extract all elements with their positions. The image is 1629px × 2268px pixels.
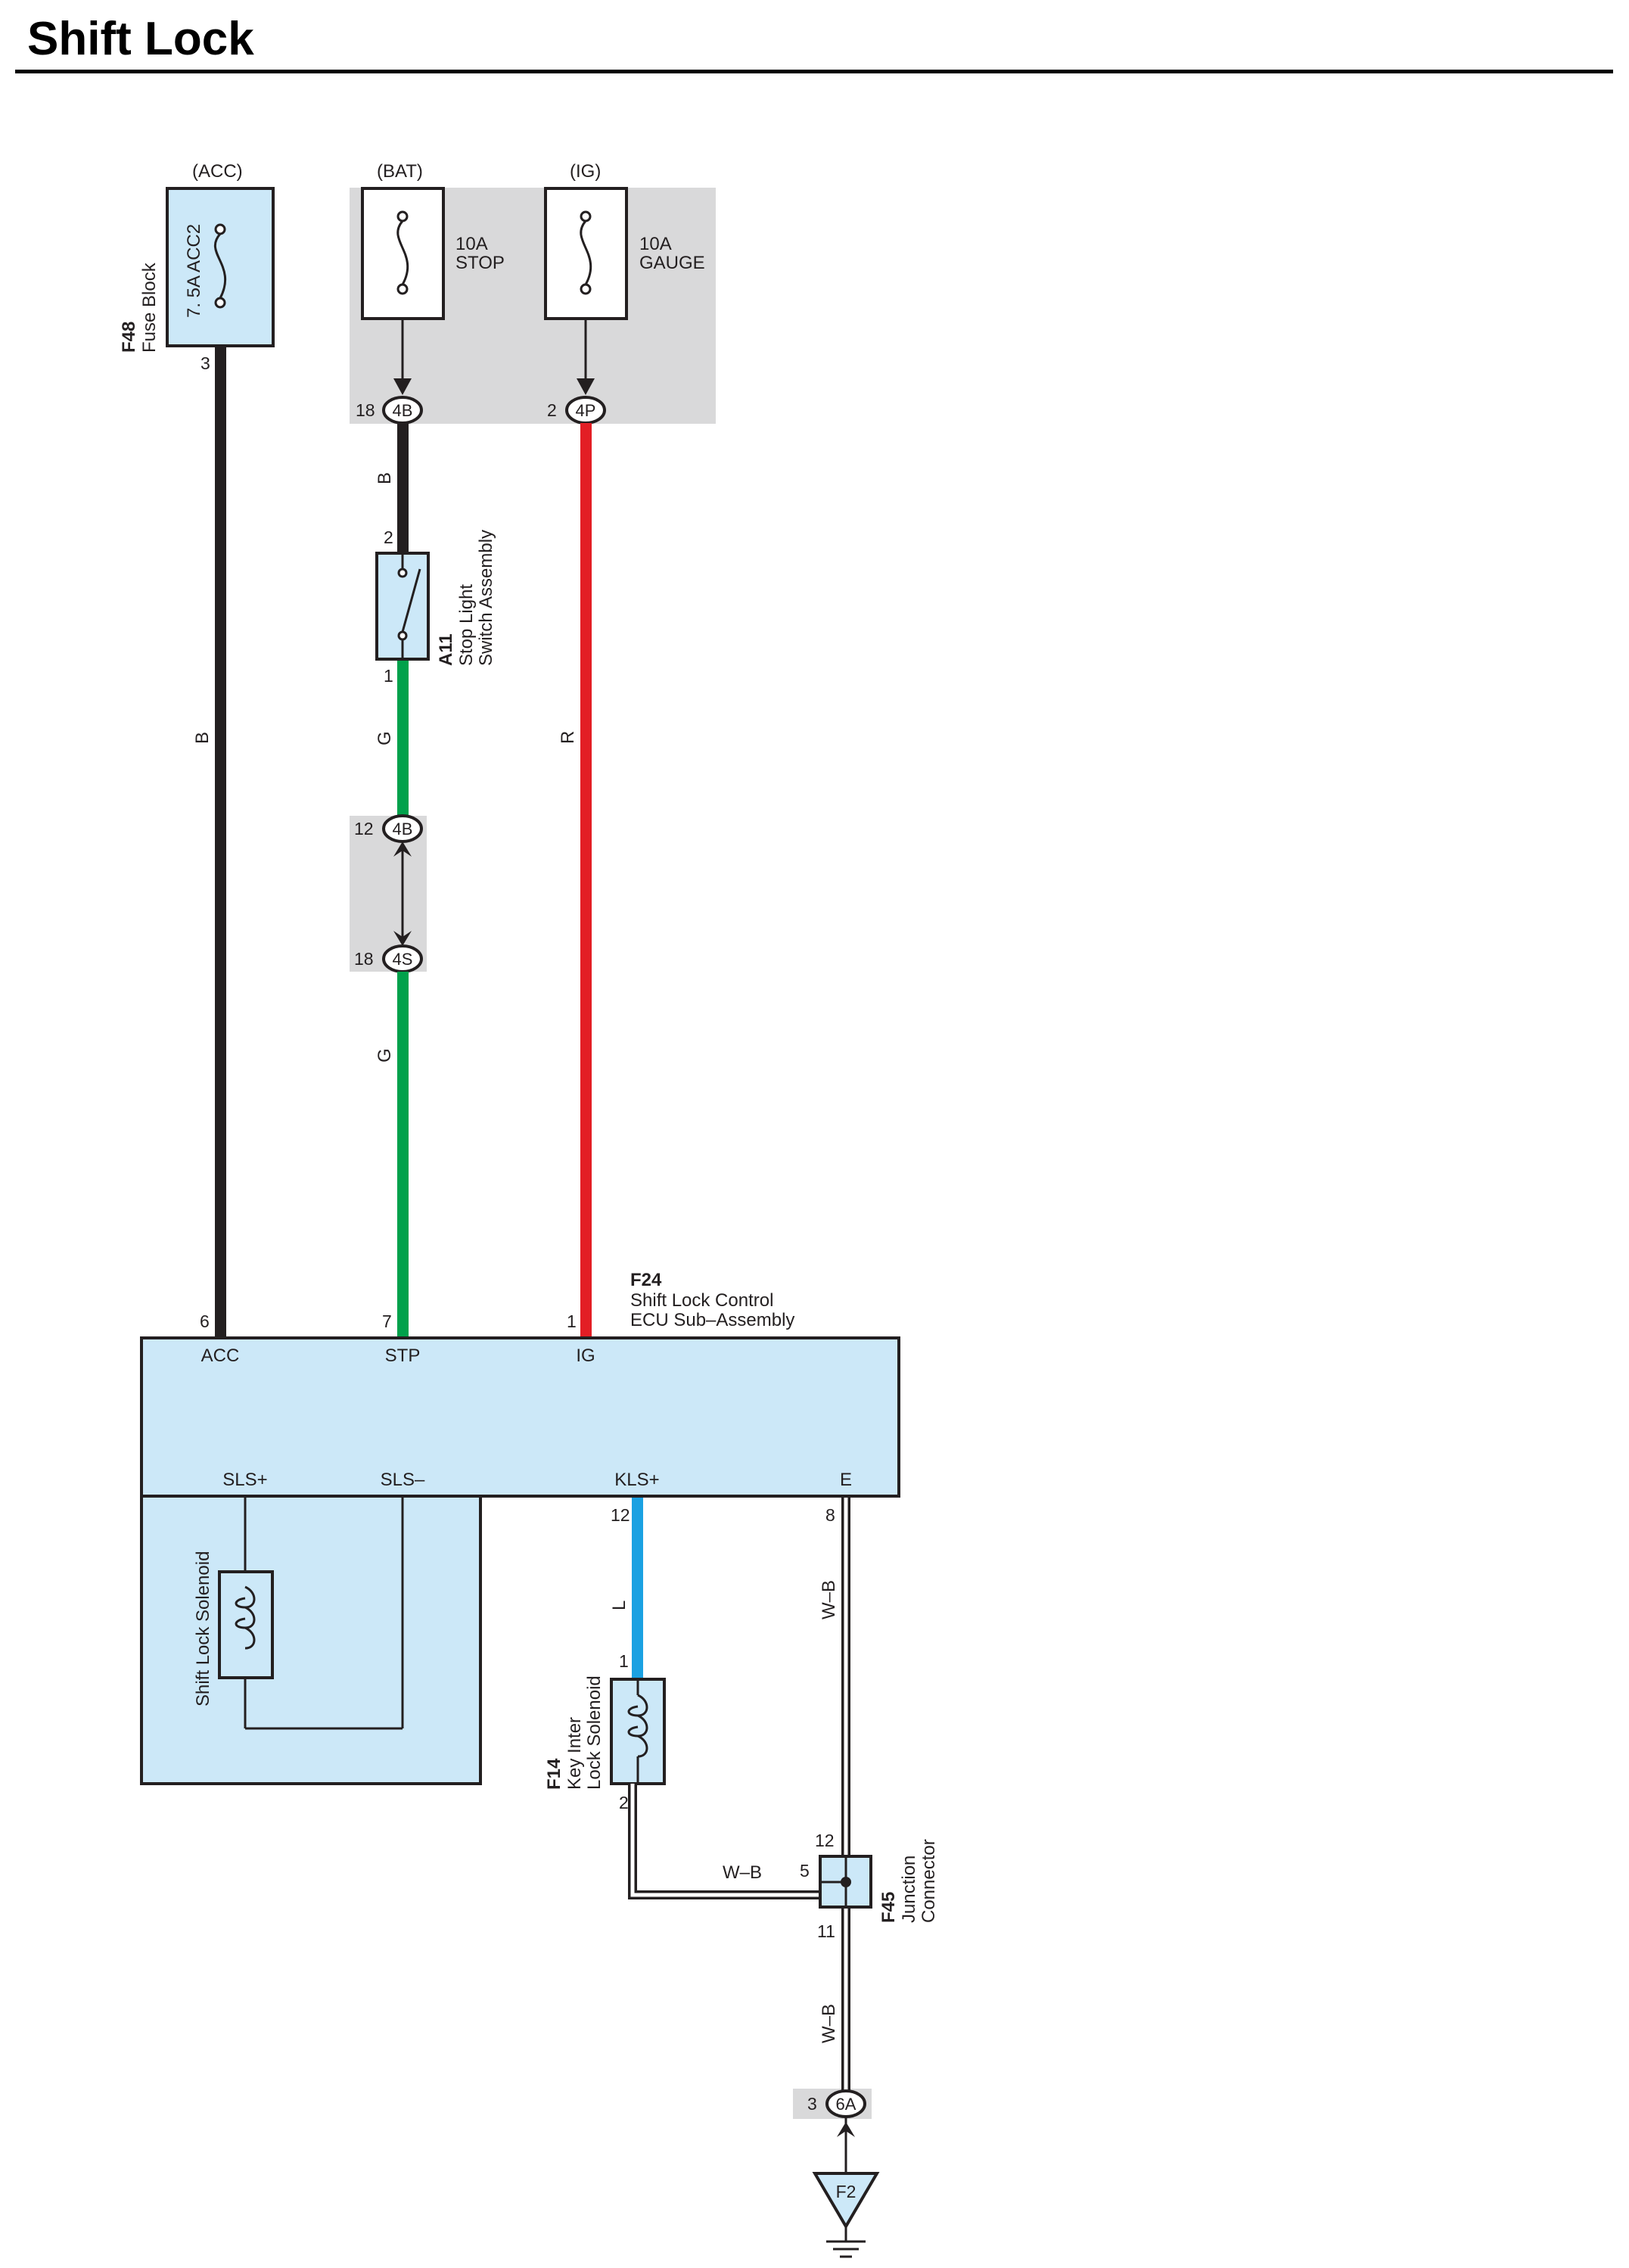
inline-up-arrow-icon bbox=[393, 842, 412, 857]
fuse-block-id: F48 bbox=[119, 322, 139, 353]
wire-kls-blue bbox=[632, 1498, 643, 1679]
wire-stop-green-upper bbox=[397, 661, 409, 827]
fuse-gauge-rating: 10A bbox=[639, 234, 672, 254]
wire-ground-color-label: W–B bbox=[819, 2004, 839, 2043]
ecu-terminal-kls-plus: KLS+ bbox=[614, 1470, 659, 1490]
inline-4b-label: 4B bbox=[393, 820, 413, 838]
ecu-terminal-sls-plus: SLS+ bbox=[222, 1470, 267, 1490]
inline-4b-pin: 12 bbox=[354, 819, 374, 838]
wire-e-color-label: W–B bbox=[819, 1580, 839, 1619]
key-solenoid-id: F14 bbox=[544, 1758, 564, 1790]
wire-f14-wb bbox=[628, 1784, 825, 1899]
inline-4s-pin: 18 bbox=[354, 949, 374, 969]
switch-name-line2: Switch Assembly bbox=[476, 530, 496, 666]
fuse-acc-pin: 3 bbox=[201, 353, 210, 373]
wire-bat-black bbox=[397, 423, 409, 552]
switch-pin-bottom: 1 bbox=[384, 666, 393, 686]
fuse-acc-rating: 7. 5A ACC2 bbox=[184, 224, 204, 318]
ecu-pin-stp: 7 bbox=[382, 1311, 392, 1331]
conn-4p-pin: 2 bbox=[547, 400, 557, 420]
junction-pin-top: 12 bbox=[815, 1831, 835, 1850]
fuse-stop-rating: 10A bbox=[455, 234, 488, 254]
fuse-gauge-symbol bbox=[580, 210, 592, 295]
fuse-acc-symbol bbox=[214, 223, 226, 309]
shift-lock-solenoid-box bbox=[218, 1570, 274, 1679]
conn-4b-label: 4B bbox=[393, 401, 413, 420]
fuse-gauge-name: GAUGE bbox=[639, 253, 705, 273]
ground-triangle-icon bbox=[812, 2172, 880, 2229]
inline-down-arrow-icon bbox=[393, 931, 412, 946]
ecu-id: F24 bbox=[630, 1270, 662, 1290]
fuse-acc-source-label: (ACC) bbox=[192, 161, 243, 182]
inline-connector-shade bbox=[350, 816, 427, 972]
wire-green-lower-label: G bbox=[375, 1048, 395, 1062]
wire-ig-red bbox=[580, 423, 592, 1336]
ecu-pin-e: 8 bbox=[825, 1505, 835, 1525]
ecu-terminal-ig: IG bbox=[576, 1346, 595, 1366]
fuse-acc-box bbox=[166, 187, 275, 347]
ground-label: F2 bbox=[836, 2182, 856, 2201]
wire-acc-color-label: B bbox=[192, 732, 213, 744]
ground-arrow-icon bbox=[837, 2122, 855, 2137]
ecu-solenoid-section bbox=[140, 1495, 482, 1785]
fuse-stop-symbol bbox=[396, 210, 409, 295]
conn-4b-pin: 18 bbox=[356, 400, 375, 420]
fuse-stop-name: STOP bbox=[455, 253, 505, 273]
stop-arrow-icon bbox=[393, 378, 412, 395]
wire-bat-color-label: B bbox=[375, 472, 395, 484]
ecu-pin-acc: 6 bbox=[200, 1311, 210, 1331]
junction-name-line1: Junction bbox=[899, 1856, 919, 1923]
ecu-box bbox=[140, 1336, 900, 1498]
ecu-name-line2: ECU Sub–Assembly bbox=[630, 1310, 794, 1330]
earth-ground-icon bbox=[826, 2226, 866, 2258]
title-rule bbox=[15, 70, 1613, 73]
fuse-bat-source-label: (BAT) bbox=[377, 161, 423, 182]
wire-kls-color-label: L bbox=[609, 1601, 630, 1610]
fuse-block-name: Fuse Block bbox=[139, 262, 160, 353]
wire-f14-color-label: W–B bbox=[723, 1862, 762, 1883]
wire-green-upper-label: G bbox=[375, 731, 395, 745]
switch-contact-icon bbox=[397, 555, 421, 658]
key-solenoid-pin-top: 1 bbox=[619, 1651, 629, 1671]
key-solenoid-name-line2: Lock Solenoid bbox=[584, 1675, 605, 1790]
shift-lock-solenoid-circuit bbox=[244, 1496, 404, 1730]
junction-id: F45 bbox=[878, 1892, 899, 1923]
key-solenoid-coil-icon bbox=[627, 1694, 648, 1758]
junction-name-line2: Connector bbox=[919, 1839, 939, 1923]
wire-acc-black bbox=[215, 347, 226, 1336]
switch-pin-top: 2 bbox=[384, 527, 393, 547]
ecu-terminal-sls-minus: SLS– bbox=[381, 1470, 425, 1490]
fuse-stop-box bbox=[361, 187, 445, 320]
gauge-arrow-icon bbox=[577, 378, 595, 395]
page-title: Shift Lock bbox=[27, 13, 254, 65]
wire-ig-color-label: R bbox=[558, 731, 578, 744]
ecu-pin-kls: 12 bbox=[611, 1505, 630, 1525]
junction-pin-bottom: 11 bbox=[817, 1921, 835, 1941]
ecu-terminal-acc: ACC bbox=[201, 1346, 240, 1366]
key-solenoid-name-line1: Key Inter bbox=[564, 1717, 585, 1790]
fuse-ig-source-label: (IG) bbox=[570, 161, 601, 182]
junction-node-dot bbox=[841, 1877, 851, 1887]
ecu-name-line1: Shift Lock Control bbox=[630, 1290, 773, 1311]
ground-connector-label: 6A bbox=[836, 2095, 856, 2114]
wire-stp-green-lower bbox=[397, 972, 409, 1336]
inline-4s-label: 4S bbox=[393, 950, 413, 969]
switch-id: A11 bbox=[436, 633, 456, 666]
switch-name-line1: Stop Light bbox=[456, 584, 477, 666]
ecu-terminal-stp: STP bbox=[385, 1346, 421, 1366]
solenoid-coil-icon bbox=[235, 1585, 256, 1650]
ground-connector-pin: 3 bbox=[807, 2094, 817, 2114]
junction-pin-left: 5 bbox=[800, 1861, 810, 1881]
key-solenoid-pin-bottom: 2 bbox=[619, 1793, 629, 1812]
shift-lock-solenoid-label: Shift Lock Solenoid bbox=[193, 1551, 213, 1706]
conn-4p-label: 4P bbox=[576, 401, 596, 420]
fuse-gauge-box bbox=[544, 187, 628, 320]
ecu-terminal-e: E bbox=[840, 1470, 852, 1490]
ecu-pin-ig: 1 bbox=[567, 1311, 577, 1331]
